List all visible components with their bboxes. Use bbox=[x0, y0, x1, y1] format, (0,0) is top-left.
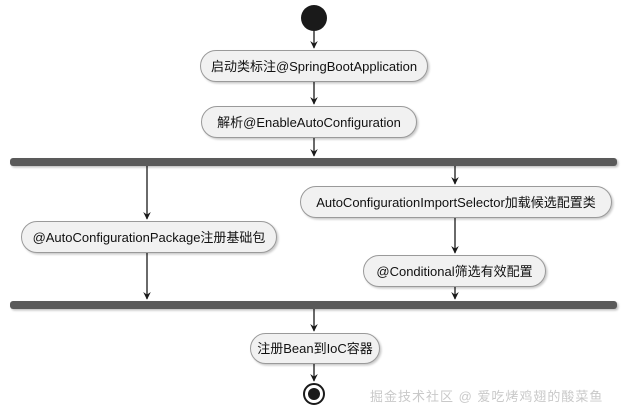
start-node bbox=[301, 5, 327, 31]
watermark-text: 掘金技术社区 @ 爱吃烤鸡翅的酸菜鱼 bbox=[370, 389, 604, 404]
activity-node-autoconfiguration-package[interactable]: @AutoConfigurationPackage注册基础包 bbox=[21, 221, 277, 253]
activity-node-register-bean[interactable]: 注册Bean到IoC容器 bbox=[250, 333, 380, 364]
activity-node-springboot-application[interactable]: 启动类标注@SpringBootApplication bbox=[200, 50, 428, 82]
end-node-core bbox=[308, 388, 320, 400]
fork-bar bbox=[10, 158, 617, 166]
activity-node-conditional-filter[interactable]: @Conditional筛选有效配置 bbox=[363, 255, 546, 287]
activity-node-import-selector[interactable]: AutoConfigurationImportSelector加载候选配置类 bbox=[300, 186, 612, 218]
join-bar bbox=[10, 301, 617, 309]
activity-node-enable-autoconfiguration[interactable]: 解析@EnableAutoConfiguration bbox=[201, 106, 417, 138]
